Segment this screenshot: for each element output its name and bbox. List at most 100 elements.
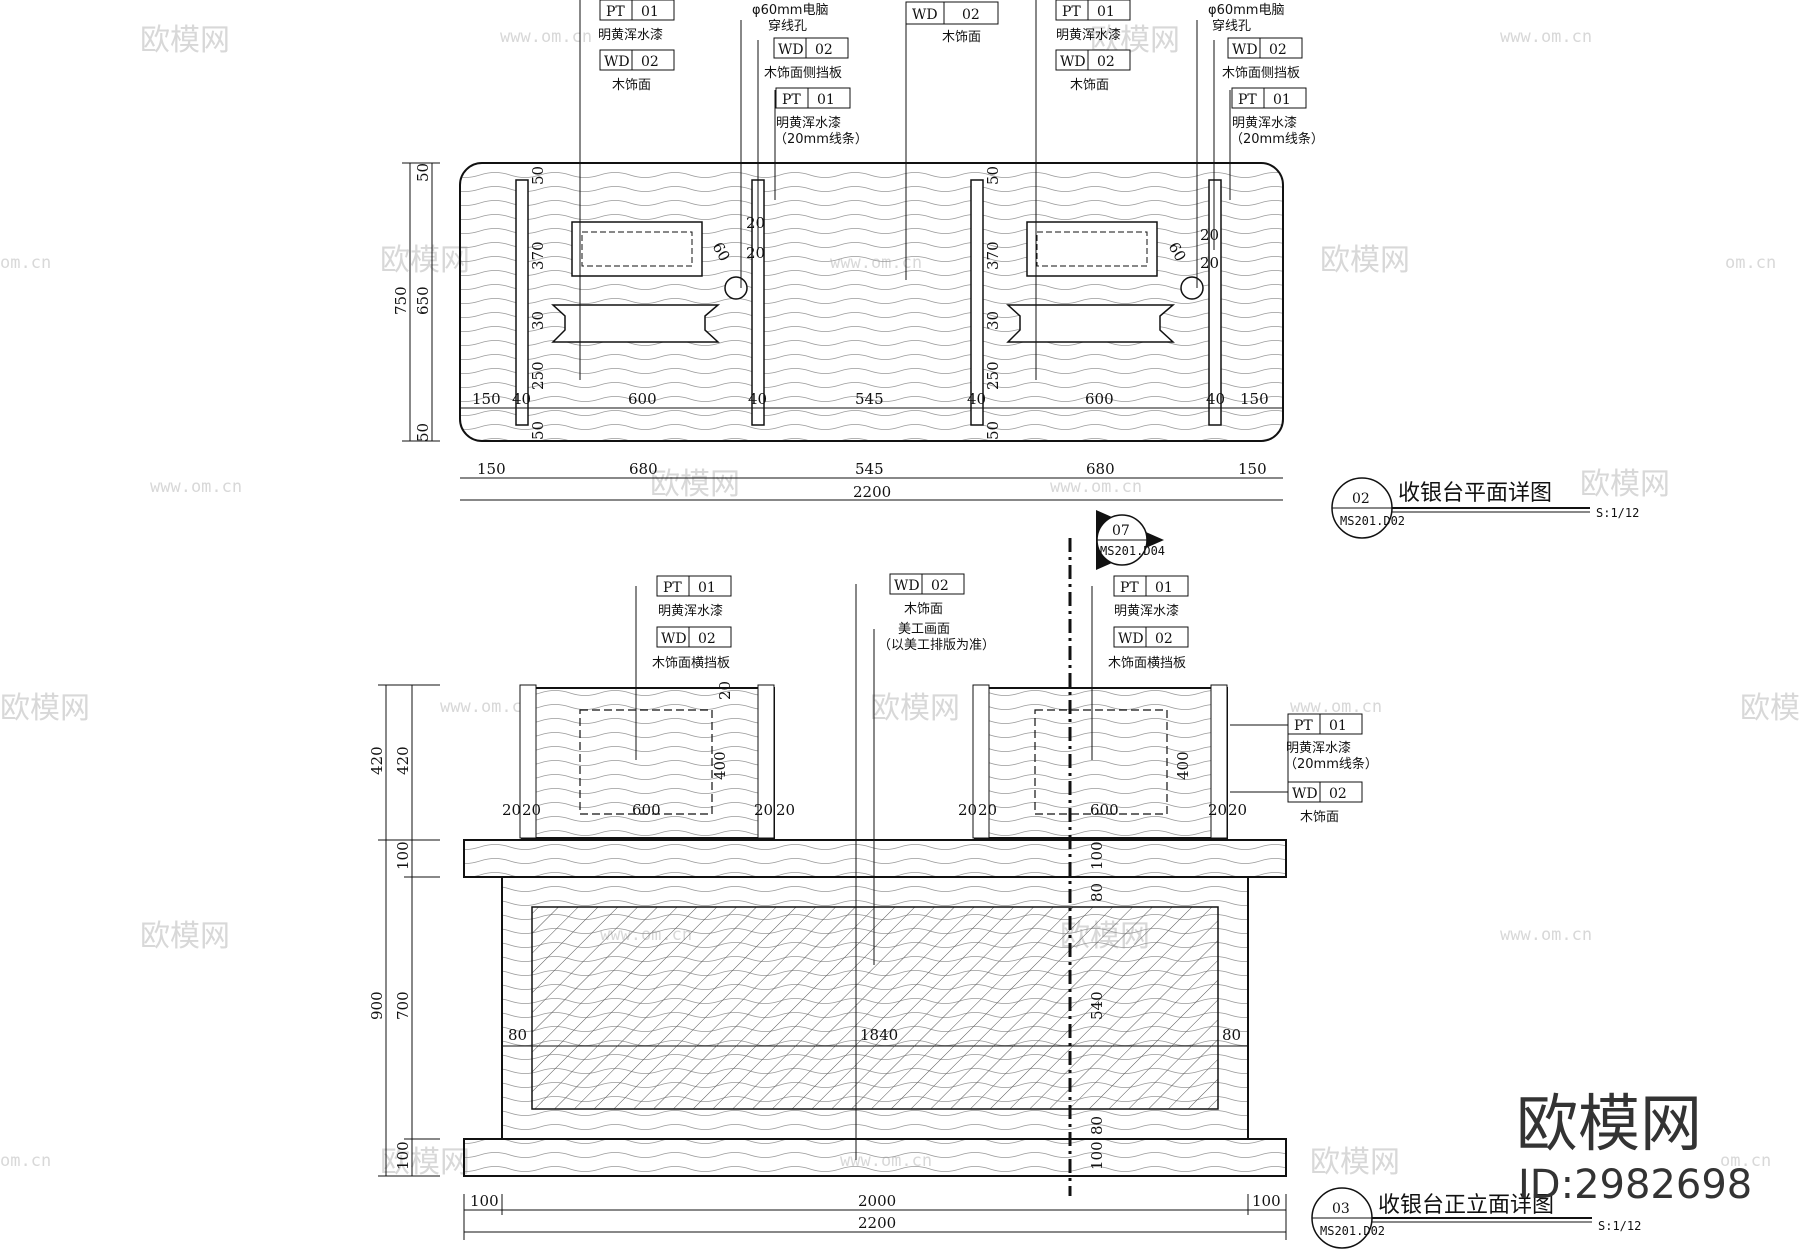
elev-section-dim: 100 [1088,841,1106,870]
svg-text:01: 01 [817,92,835,108]
monitor-icon [1006,304,1176,343]
plan-left-dim: 650 [414,286,432,315]
callout-note: 明黄浑水漆 [776,115,841,131]
svg-text:01: 01 [1273,92,1291,108]
brand-logo-text: 欧模网 [1516,1087,1702,1160]
callout-tag: PT 01 [1231,87,1307,109]
plan-small-dim: 20 [746,244,765,262]
keyboard-icon [571,221,703,277]
callout-note: （20mm线条） [1230,131,1324,147]
section-ref-no: 07 [1112,523,1130,539]
elevation-title: 收银台正立面详图 [1378,1193,1554,1218]
callout-tag: PT 01 [1287,713,1363,735]
watermark-brand: 欧模网 [140,23,230,58]
elev-screen-dim: 400 [1174,751,1192,780]
callout-tag: PT 01 [775,87,851,109]
screen-area [1034,709,1168,815]
callout-note: 明黄浑水漆 [1114,603,1179,619]
watermark-brand: 欧模网 [0,691,90,726]
watermark-url: om.cn [1725,253,1776,273]
side-board [970,179,984,426]
elev-mid-dim: 1840 [860,1026,898,1044]
elev-screen-dim: 20 [1228,801,1247,819]
monitor-icon [551,304,721,343]
keyboard-icon [1026,221,1158,277]
callout-note: 明黄浑水漆 [1286,740,1351,756]
svg-text:02: 02 [1155,631,1173,647]
watermark-brand: 欧模网 [1310,1145,1400,1180]
callout-note: 穿线孔 [768,18,807,34]
plan-bottom-dim: 150 [1238,460,1267,478]
watermark-url: www.om.cn [1500,27,1592,47]
plan-dim: 40 [512,390,531,408]
plan-inner-dim: 370 [984,241,1002,270]
watermark-brand: 欧模网 [380,1145,470,1180]
callout-tag: PT 01 [599,0,675,21]
callout-note: 明黄浑水漆 [1232,115,1297,131]
svg-text:02: 02 [1329,786,1347,802]
callout-note: 木饰面 [942,30,981,45]
svg-text:01: 01 [698,580,716,596]
svg-text:WD: WD [1118,631,1144,647]
plan-dim: 150 [472,390,501,408]
callout-note: （20mm线条） [1284,756,1378,772]
plan-scale: S:1/12 [1596,506,1639,520]
callout-tag: WD 02 [1113,626,1189,648]
elev-left-dim: 420 [394,746,412,775]
svg-text:02: 02 [931,578,949,594]
plan-title-block: 02 MS201.D02 收银台平面详图 S:1/12 [1331,477,1639,539]
plan-small-dim: 20 [1200,226,1219,244]
callout-tag: WD 02 [599,49,675,71]
plan-dim: 40 [1206,390,1225,408]
svg-text:01: 01 [641,4,659,20]
callout-note: 木饰面侧挡板 [1222,66,1300,81]
plan-dim: 600 [628,390,657,408]
callout-note: 明黄浑水漆 [1056,27,1121,43]
svg-text:02: 02 [1269,42,1287,58]
callout-tag: WD 02 [1287,781,1363,803]
plan-title: 收银台平面详图 [1398,481,1552,506]
plan-bottom-dim: 680 [629,460,658,478]
plan-inner-dim: 50 [984,166,1002,185]
brand-id: ID:2982698 [1518,1162,1752,1208]
elev-screen-dim: 20 [1208,801,1227,819]
elev-screen-dim: 20 [978,801,997,819]
elevation-ref-sheet: MS201.D02 [1320,1224,1385,1238]
cable-hole-icon [724,276,748,300]
elevation-view: 07 MS201.D04 20 20 600 400 20 20 20 20 6… [368,510,1641,1249]
svg-text:PT: PT [606,4,625,20]
callout-note: 美工画面 [898,622,950,637]
side-board [972,684,990,839]
svg-text:PT: PT [663,580,682,596]
elev-outer-dim: 900 [368,991,386,1020]
elev-left-dim: 100 [394,1141,412,1170]
svg-text:02: 02 [1097,54,1115,70]
plan-total-width: 2200 [853,483,891,501]
callout-note: 明黄浑水漆 [658,603,723,619]
plan-dim: 150 [1240,390,1269,408]
plan-small-dim: 20 [746,214,765,232]
side-board [515,179,529,426]
callout-tag: WD 02 [773,37,849,59]
elev-screen-dim: 400 [711,751,729,780]
watermark-url: om.cn [1720,1151,1771,1171]
watermark-url: www.om.cn [150,477,242,497]
svg-text:01: 01 [1155,580,1173,596]
watermark-url: www.om.cn [1050,477,1142,497]
callout-note: 明黄浑水漆 [598,27,663,43]
elev-mid-dim: 80 [1222,1026,1241,1044]
callout-tag: WD 02 [1227,37,1303,59]
plan-inner-dim: 50 [529,166,547,185]
plan-inner-dim: 50 [984,421,1002,440]
svg-text:WD: WD [1232,42,1258,58]
callout-note: （以美工排版为准） [878,638,995,653]
watermark-url: om.cn [0,253,51,273]
elev-section-dim: 540 [1088,991,1106,1020]
brand-stamp: 欧模网 ID:2982698 [1516,1087,1752,1208]
svg-text:01: 01 [1097,4,1115,20]
counter-base [463,1138,1287,1177]
section-ref-sheet: MS201.D04 [1100,544,1165,558]
elevation-title-block: 03 MS201.D02 收银台正立面详图 S:1/12 [1311,1187,1641,1249]
plan-dim: 40 [967,390,986,408]
monitor-screen [521,687,775,839]
